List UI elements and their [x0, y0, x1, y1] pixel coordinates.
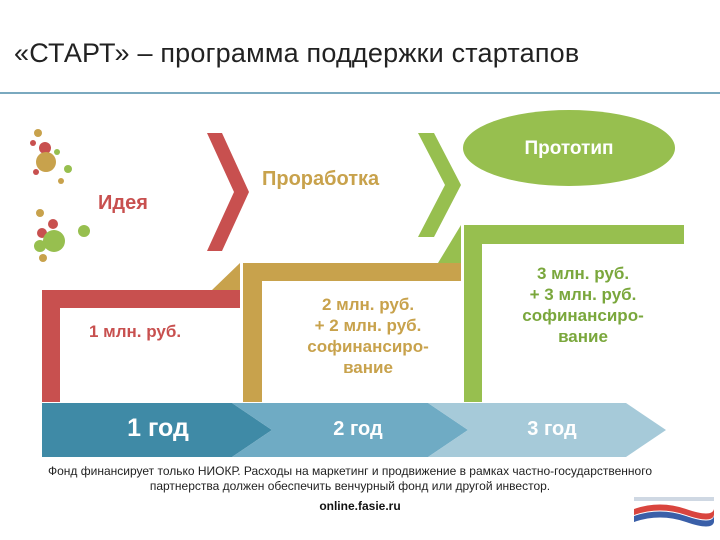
funding-year2-line1: 2 млн. руб. [321, 295, 415, 314]
idea-dots-icon [30, 129, 90, 262]
funding-year3-line1: 3 млн. руб. [536, 264, 630, 283]
stage-prototype-label: Прототип [524, 138, 614, 159]
stage-idea-label: Идея [98, 192, 148, 214]
timeline-year1-label: 1 год [127, 414, 189, 442]
chevron-red-icon [207, 133, 249, 251]
step-red-fold [212, 263, 240, 290]
title-divider [0, 92, 720, 94]
funding-year2-line3: софинансиро- [307, 337, 429, 356]
step-red [42, 290, 240, 402]
funding-year3-line3: софинансиро- [522, 306, 644, 325]
timeline-year2-label: 2 год [333, 418, 383, 440]
timeline-segment-1 [42, 403, 272, 457]
funding-year2-line4: вание [343, 358, 393, 377]
step-green [464, 225, 684, 402]
timeline-segment-3 [428, 403, 666, 457]
fasie-logo-icon [634, 497, 714, 527]
funding-year2-line2: + 2 млн. руб. [314, 316, 422, 335]
step-gold-fold [438, 225, 461, 263]
funding-year2: 2 млн. руб. + 2 млн. руб. софинансиро- в… [282, 294, 454, 378]
funding-year3: 3 млн. руб. + 3 млн. руб. софинансиро- в… [498, 263, 668, 347]
funding-year3-line4: вание [558, 327, 608, 346]
prototype-ellipse [463, 110, 675, 186]
page-title: «СТАРТ» – программа поддержки стартапов [14, 38, 580, 68]
funding-year3-line2: + 3 млн. руб. [529, 285, 637, 304]
footnote-text: Фонд финансирует только НИОКР. Расходы н… [47, 464, 652, 493]
funding-year1: 1 млн. руб. [88, 322, 182, 341]
timeline-year3-label: 3 год [527, 418, 577, 440]
timeline-segment-2 [232, 403, 468, 457]
chevron-gold-icon [418, 133, 461, 237]
stage-development-label: Проработка [262, 168, 380, 190]
website-link[interactable]: online.fasie.ru [319, 499, 401, 513]
step-gold [243, 263, 461, 402]
